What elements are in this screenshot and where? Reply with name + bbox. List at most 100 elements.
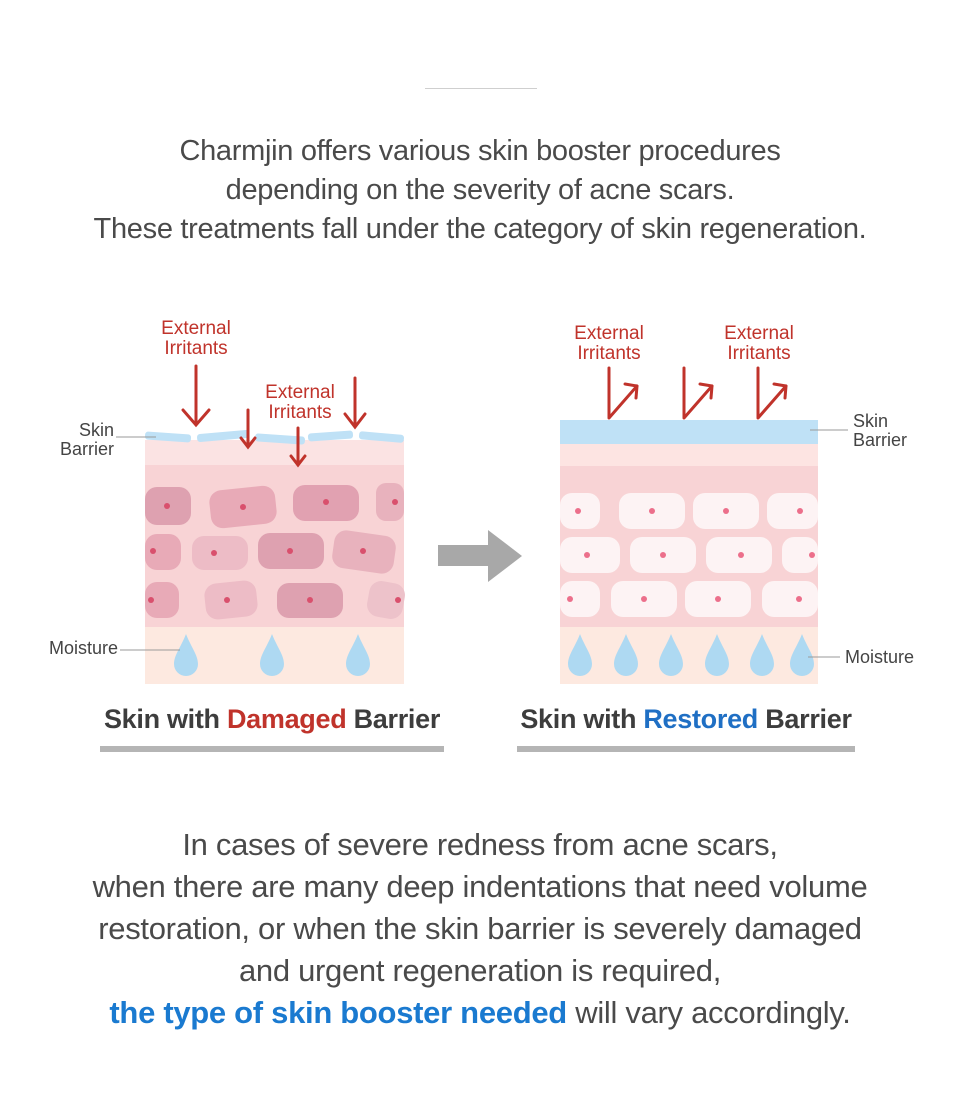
barrier-fragment [358,431,405,443]
barrier-fragment [254,433,306,445]
cell-nucleus [392,499,398,505]
restored-top-layer [560,444,818,466]
left-irritant-label-1-line-1: External [161,318,231,339]
droplet-icon [614,634,638,676]
cell-nucleus [575,508,581,514]
outro-text: In cases of severe redness from acne sca… [0,824,960,1034]
damaged-moisture-droplets [174,634,370,676]
restored-cell-nuclei [567,508,815,602]
arrow-down-icon [289,454,307,468]
cell-nucleus [148,597,154,603]
cell-nucleus [738,552,744,558]
restored-caption: Skin with Restored Barrier [517,704,855,735]
damaged-caption-prefix: Skin with [103,704,227,734]
outro-highlight: the type of skin booster needed [109,995,567,1030]
droplet-icon [260,634,284,676]
outro-line-5: the type of skin booster needed will var… [0,992,960,1034]
deflected-arrow-icon [756,366,788,420]
damaged-irritant-arrows [181,364,367,468]
damaged-caption-underline [100,746,444,752]
healthy-cell [782,537,818,573]
damaged-cell [145,534,181,570]
arrowhead [772,382,788,400]
right-moisture-label: Moisture [845,647,914,667]
cell-nucleus [211,550,217,556]
cell-nucleus [641,596,647,602]
restored-caption-prefix: Skin with [520,704,644,734]
intro-text: Charmjin offers various skin booster pro… [0,132,960,249]
droplet-icon [568,634,592,676]
intro-line-1: Charmjin offers various skin booster pro… [179,135,781,167]
cell-nucleus [660,552,666,558]
restored-caption-suffix: Barrier [758,704,852,734]
cell-nucleus [796,596,802,602]
right-irritant-label-1-line-1: External [574,323,644,344]
outro-tail: will vary accordingly. [566,995,851,1030]
left-irritant-label-1-line-2: Irritants [164,338,227,359]
barrier-fragment [197,429,249,443]
barrier-fragment [307,430,354,442]
arrow-down-icon [239,436,257,450]
healthy-cell [560,581,600,617]
damaged-cell [204,580,258,620]
damaged-barrier [144,429,405,445]
cell-nucleus [307,597,313,603]
droplet-icon [790,634,814,676]
deflected-arrow-icon [607,366,639,420]
damaged-cell-nuclei [148,499,401,603]
deflected-arrow-icon [682,366,714,420]
right-skin-barrier-label-line-2: Barrier [853,430,907,450]
barrier-fragment [144,431,192,443]
damaged-caption-suffix: Barrier [346,704,441,734]
left-skin-barrier-label-line-2: Barrier [60,439,114,459]
cell-nucleus [715,596,721,602]
right-irritant-label-2-line-2: Irritants [727,343,790,364]
restored-barrier [560,420,818,444]
damaged-cell [376,483,404,521]
cell-nucleus [567,596,573,602]
intro-line-2: depending on the severity of acne scars. [225,174,735,206]
cell-nucleus [360,548,366,554]
damaged-cell [192,536,248,570]
cell-nucleus [649,508,655,514]
cell-nucleus [323,499,329,505]
restored-caption-underline [517,746,855,752]
healthy-cell [767,493,818,529]
right-irritant-label-1-line-2: Irritants [577,343,640,364]
outro-line-1: In cases of severe redness from acne sca… [182,827,778,862]
cell-nucleus [395,597,401,603]
droplet-icon [750,634,774,676]
top-divider [425,88,537,89]
arrowhead [623,382,639,400]
intro-line-3: These treatments fall under the category… [93,213,867,245]
damaged-caption: Skin with Damaged Barrier [100,704,444,735]
cell-nucleus [809,552,815,558]
restored-moisture-layer [560,627,818,684]
arrowhead [698,382,714,400]
transition-arrow-icon [438,530,522,582]
cell-nucleus [723,508,729,514]
damaged-top-layer [145,440,404,465]
outro-line-2: when there are many deep indentations th… [92,869,868,904]
droplet-icon [346,634,370,676]
cell-nucleus [164,503,170,509]
right-irritant-label-2-line-1: External [724,323,794,344]
damaged-caption-accent: Damaged [226,704,347,734]
restored-deflected-arrows [607,366,788,420]
left-moisture-label: Moisture [49,638,118,658]
cell-nucleus [224,597,230,603]
left-irritant-label-2-line-2: Irritants [268,402,331,423]
restored-moisture-droplets [568,634,814,676]
damaged-cell [145,582,179,618]
healthy-cell [762,581,818,617]
arrow-down-icon [343,412,367,430]
outro-line-3: restoration, or when the skin barrier is… [98,911,862,946]
damaged-cell [367,581,405,619]
right-skin-barrier-label-line-1: Skin [853,411,888,431]
restored-caption-accent: Restored [643,704,758,734]
cell-nucleus [240,504,246,510]
cell-nucleus [150,548,156,554]
restored-skin-block: External Irritants External Irritants Sk… [560,323,914,684]
droplet-icon [659,634,683,676]
